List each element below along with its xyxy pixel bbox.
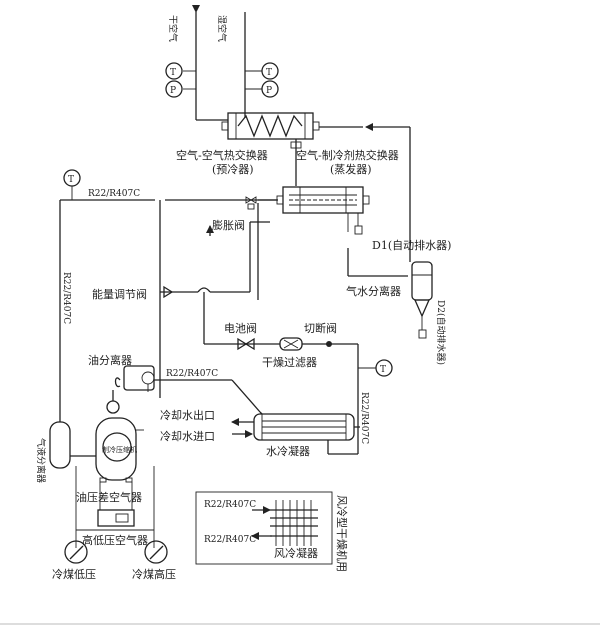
gauge-t-wet-icon: T: [245, 62, 279, 80]
d1-drain-icon: [347, 213, 363, 235]
svg-text:T: T: [170, 68, 176, 78]
refrigerant-label-inset-top: R22/R407C: [204, 500, 256, 510]
cooling-water-out-label: 冷却水出口: [160, 408, 215, 422]
refrigerant-label-left: R22/R407C: [61, 272, 71, 324]
gauge-p-wet-icon: P: [245, 80, 279, 98]
oil-separator-icon: [114, 365, 155, 392]
svg-text:P: P: [170, 86, 176, 96]
capacity-valve-label: 能量调节阀: [92, 287, 147, 301]
condenser-outlet-line: [327, 372, 360, 455]
air-return-line: [319, 123, 411, 262]
water-separator-label: 气水分离器: [346, 284, 401, 298]
d1-label: D1(自动排水器): [372, 238, 451, 252]
refrigerant-label-mid: R22/R407C: [166, 369, 218, 379]
gauge-t-suction-icon: T: [63, 169, 81, 200]
refrigerant-label-top: R22/R407C: [88, 189, 140, 199]
svg-text:T: T: [266, 68, 272, 78]
connector-icon: [290, 141, 302, 149]
high-pressure-label: 冷煤高压: [132, 567, 176, 581]
svg-text:T: T: [380, 365, 386, 375]
oil-separator-label: 油分离器: [88, 353, 132, 367]
evaporator-icon: [276, 186, 370, 214]
capacity-valve-icon: [163, 285, 174, 299]
solenoid-valve-icon: [237, 337, 255, 351]
air-cooled-note-label: 风冷型干燥机用: [335, 495, 349, 572]
dry-air-label: 干空气: [167, 15, 179, 42]
low-pressure-gauge-icon: [64, 540, 88, 564]
precooler-label: (预冷器): [212, 163, 254, 176]
dry-filter-icon: [279, 337, 303, 351]
solenoid-valve-label: 电池阀: [224, 321, 257, 335]
evaporator-label: (蒸发器): [330, 162, 372, 176]
shutoff-valve-icon: [323, 341, 335, 347]
d2-label: D2(自动排水器): [435, 300, 447, 365]
water-separator-icon: [347, 248, 433, 339]
svg-text:P: P: [266, 86, 272, 96]
oil-diff-switch-icon: [97, 482, 135, 527]
expansion-valve-icon: [245, 196, 278, 300]
compressor-icon: [95, 390, 144, 483]
oil-diff-switch-label: 油压差空气器: [76, 490, 142, 504]
precooler-hx-icon: [221, 112, 320, 140]
capacity-valve-line: [159, 200, 270, 380]
gauge-t-dry-icon: T: [165, 62, 196, 80]
refrigerant-label-condenser: R22/R407C: [359, 392, 369, 444]
liquid-separator-label: 气液分离器: [35, 438, 47, 483]
dry-air-line: [192, 5, 228, 121]
low-pressure-label: 冷煤低压: [52, 568, 96, 581]
gauge-p-dry-icon: P: [165, 80, 196, 98]
wet-air-label: 湿空气: [216, 15, 228, 42]
water-condenser-icon: [253, 413, 355, 441]
air-condenser-label: 风冷凝器: [274, 546, 318, 560]
liquid-separator-icon: [49, 421, 71, 469]
expansion-valve-label: 膨胀阀: [212, 218, 245, 232]
compressor-label: 制冷压缩机: [102, 445, 137, 454]
hilo-switch-frame: [75, 466, 155, 548]
air-condenser-icon: [270, 500, 318, 546]
dry-filter-label: 干燥过滤器: [262, 356, 317, 369]
svg-text:T: T: [68, 175, 74, 185]
high-pressure-gauge-icon: [144, 540, 168, 564]
air-air-hx-label: 空气-空气热交换器: [176, 148, 268, 162]
gauge-t-liquid-icon: T: [358, 359, 393, 377]
air-condenser-inset: [195, 491, 333, 565]
air-ref-hx-label: 空气-制冷剂热交换器: [296, 148, 399, 162]
water-condenser-label: 水冷凝器: [266, 444, 310, 458]
shutoff-valve-label: 切断阀: [304, 321, 337, 335]
cooling-water-in-label: 冷却水进口: [160, 430, 215, 443]
hilo-switch-label: 高低压空气器: [82, 533, 148, 547]
refrigerant-label-inset-bottom: R22/R407C: [204, 535, 256, 545]
